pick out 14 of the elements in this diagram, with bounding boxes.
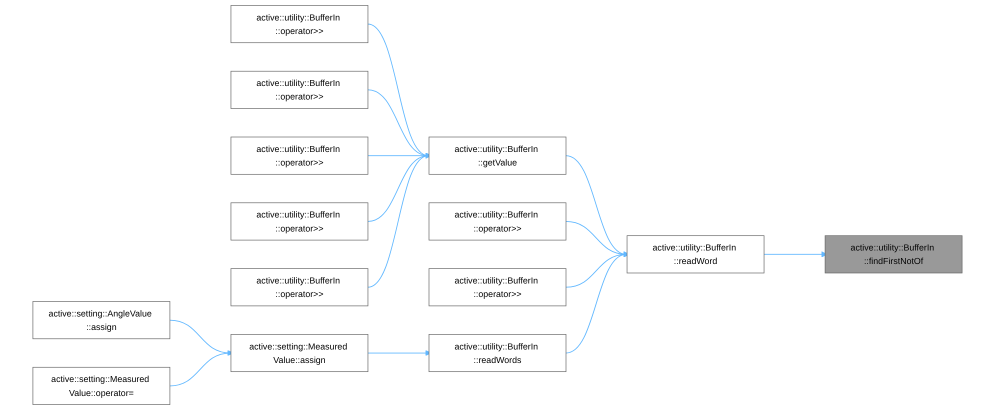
node-box: active::utility::BufferIn ::operator>> [230,5,368,44]
node-box: active::utility::BufferIn ::readWords [428,334,566,372]
node-box: active::setting::Measured Value::assign [230,334,368,372]
node-box: active::utility::BufferIn ::operator>> [230,136,368,175]
node-box: active::utility::BufferIn ::readWord [626,235,764,274]
node-box: active::utility::BufferIn ::getValue [428,136,566,175]
node-box: active::setting::AngleValue ::assign [32,301,170,340]
node-box: active::utility::BufferIn ::operator>> [230,268,368,306]
node-box: active::utility::BufferIn ::findFirstNotOf [824,235,962,274]
node-box: active::utility::BufferIn ::operator>> [230,70,368,109]
node-box: active::setting::Measured Value::operator= [32,366,170,405]
node-box: active::utility::BufferIn ::operator>> [428,268,566,306]
node-box: active::utility::BufferIn ::operator>> [428,202,566,240]
node-box: active::utility::BufferIn ::operator>> [230,202,368,240]
